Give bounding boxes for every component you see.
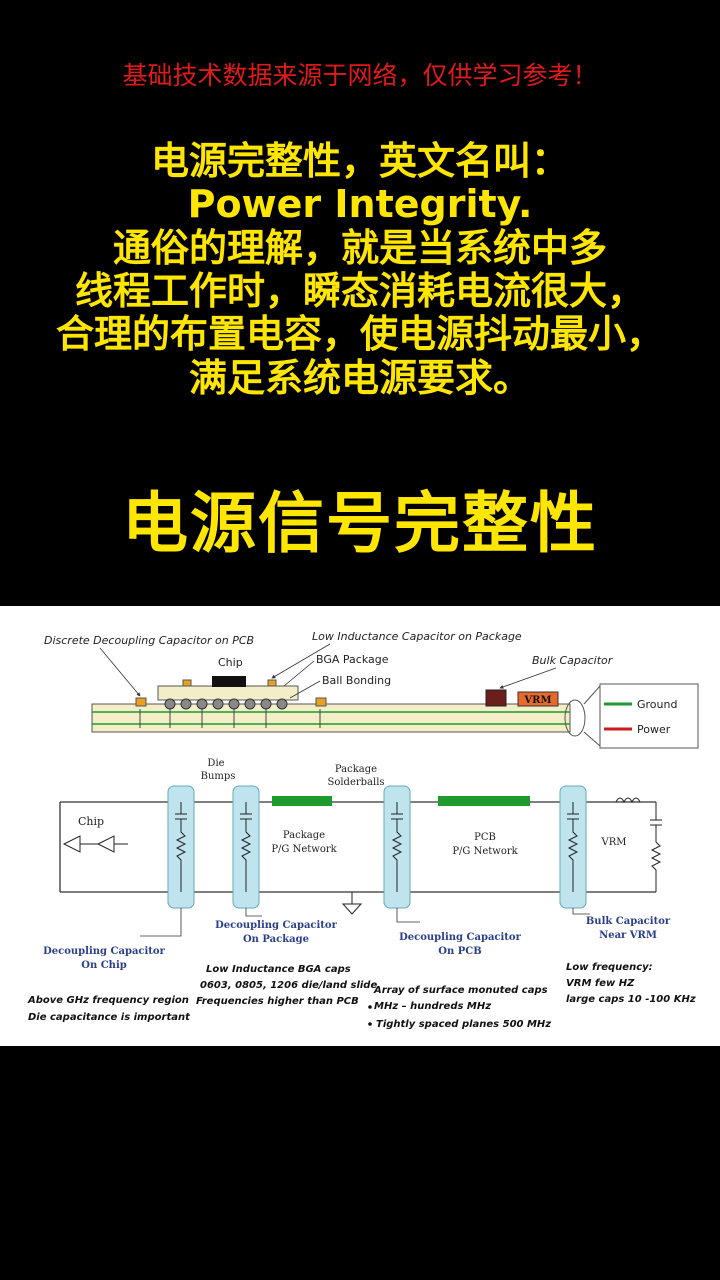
power-label: Power [637, 723, 671, 736]
package-capacitor [267, 679, 277, 687]
plane-inset [599, 683, 699, 749]
package-note: Frequencies higher than PCB [196, 996, 359, 1007]
vrm-block [517, 691, 559, 707]
pdn-schematic: Chip Die Bumps Package So [59, 758, 662, 937]
intro-line: 线程工作时，瞬态消耗电流很大， [74, 268, 645, 313]
bga-label: BGA Package [316, 653, 389, 666]
pcb-note: Tightly spaced planes 500 MHz [376, 1019, 551, 1030]
driver-symbol [96, 835, 115, 853]
decap-chip-caption: On Chip [81, 960, 126, 971]
pcb-network-label: PCB [474, 832, 496, 843]
vrm-schematic-label: VRM [601, 837, 627, 848]
die-bumps-label: Bumps [201, 771, 236, 782]
package-network-label: Package [283, 830, 325, 841]
pcb-note: MHz – hundreds MHz [374, 1001, 491, 1012]
low-ind-cap-label: Low Inductance Capacitor on Package [312, 630, 522, 643]
decap-package-caption: Decoupling Capacitor [215, 920, 337, 931]
intro-line: 通俗的理解，就是当系统中多 [112, 225, 607, 270]
vias [139, 709, 321, 728]
bullet-icon [368, 1022, 372, 1026]
package-solderballs-label: Package [335, 764, 377, 775]
package-note: Low Inductance BGA caps [206, 964, 351, 975]
intro-line: 满足系统电源要求。 [188, 355, 531, 400]
intro-line: 电源完整性，英文名叫： [150, 139, 569, 183]
intro-text: 电源完整性，英文名叫： Power Integrity. 通俗的理解，就是当系统… [0, 139, 720, 400]
package-capacitor [182, 679, 192, 687]
chip-schematic-label: Chip [78, 815, 104, 828]
package-note: 0603, 0805, 1206 die/land slide [200, 980, 377, 991]
decap-pcb-caption: On PCB [438, 946, 481, 957]
chip-note: Die capacitance is important [28, 1012, 191, 1023]
driver-symbol [62, 835, 81, 853]
pcb-board [91, 703, 571, 733]
ground-label: Ground [637, 698, 677, 711]
disclaimer-text: 基础技术数据来源于网络，仅供学习参考！ [122, 61, 598, 90]
zoom-ellipse [564, 699, 586, 737]
ball-bonding-label: Ball Bonding [322, 674, 391, 687]
chip-die [212, 676, 246, 687]
intro-line: Power Integrity. [187, 182, 533, 227]
intro-line: 合理的布置电容，使电源抖动最小， [55, 312, 664, 357]
page-title: 电源信号完整性 [122, 485, 598, 562]
package-network-label: P/G Network [271, 844, 337, 855]
ground-icon [341, 892, 363, 915]
bulk-cap-label: Bulk Capacitor [532, 654, 614, 667]
decap-pcb-caption: Decoupling Capacitor [399, 932, 521, 943]
pcb-pg-bar [438, 796, 530, 806]
vrm-label: VRM [523, 695, 551, 706]
chip-label: Chip [218, 656, 243, 669]
decap-package-caption: On Package [243, 934, 309, 945]
bga-package [157, 685, 299, 701]
pcb-network-label: P/G Network [452, 846, 518, 857]
bullet-icon [368, 1005, 372, 1009]
bulk-near-vrm-caption: Bulk Capacitor [586, 916, 671, 927]
pcb-note: Array of surface monuted caps [373, 985, 548, 996]
package-pg-bar [272, 796, 332, 806]
vrm-note: large caps 10 -100 KHz [566, 994, 696, 1005]
board-cross-section: VRM Ground Power [91, 676, 699, 749]
decap-chip-caption: Decoupling Capacitor [43, 946, 165, 957]
package-solderballs-label: Solderballs [327, 777, 384, 788]
chip-note: Above GHz frequency region [27, 995, 189, 1006]
bulk-near-vrm-caption: Near VRM [599, 930, 657, 941]
power-integrity-diagram: VRM Ground Power Discrete Decoupling Cap… [0, 606, 720, 1046]
discrete-capacitor [315, 697, 327, 707]
die-bumps-label: Die [207, 758, 224, 769]
vrm-note: Low frequency: [566, 962, 653, 973]
bulk-capacitor [485, 689, 507, 707]
discrete-capacitor [135, 697, 147, 707]
vrm-note: VRM few HZ [566, 978, 635, 989]
discrete-cap-label: Discrete Decoupling Capacitor on PCB [44, 634, 254, 647]
